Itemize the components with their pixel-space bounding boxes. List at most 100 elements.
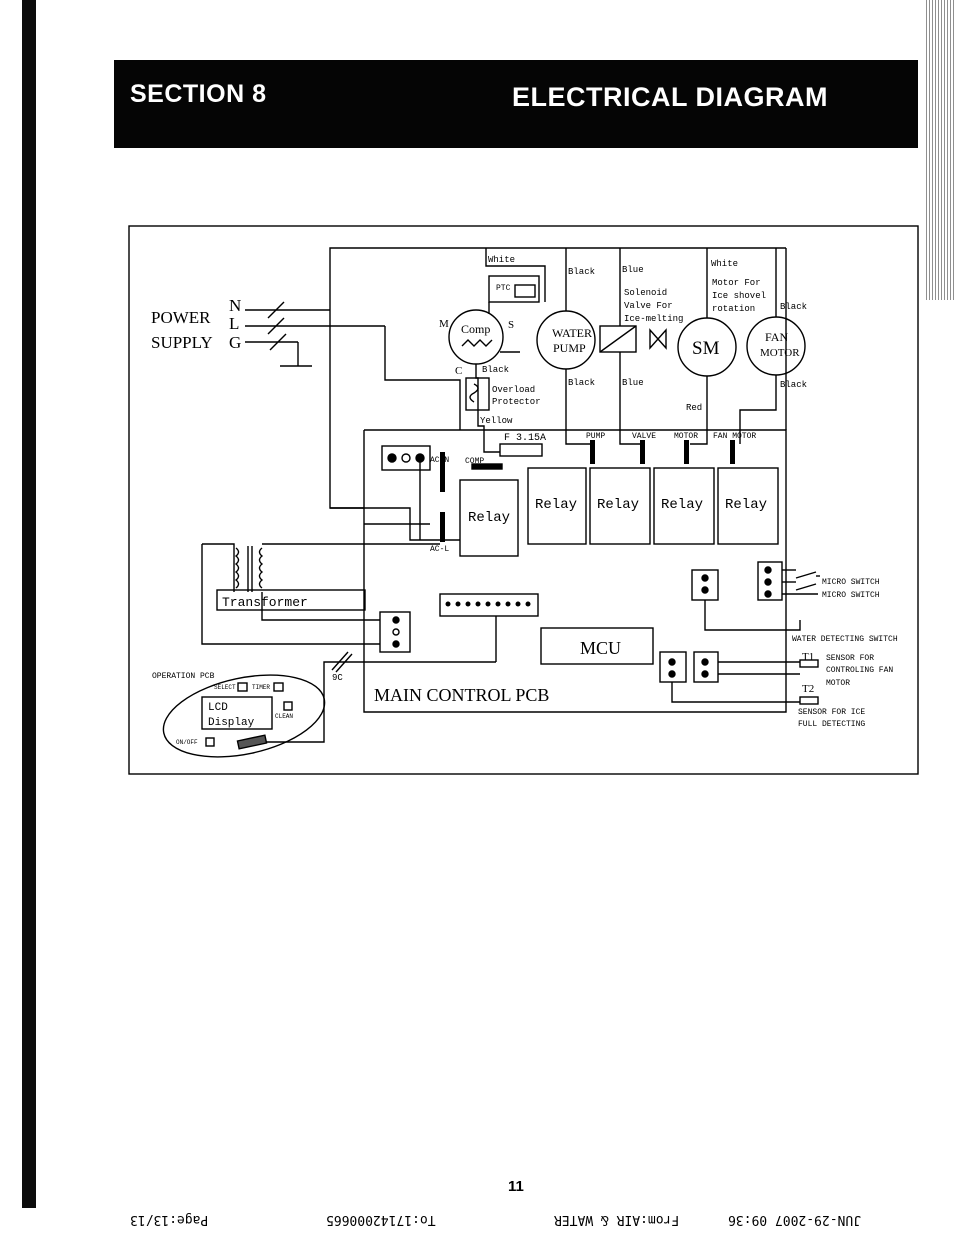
sensor-fan-label-3: MOTOR: [826, 679, 850, 688]
sensor-connector-2: [693, 651, 719, 683]
relay-label-fan-motor: FAN MOTOR: [713, 432, 756, 441]
section-title: ELECTRICAL DIAGRAM: [512, 82, 828, 112]
overload-protector: Overload Protector Black Yellow: [465, 365, 541, 426]
t2-label: T2: [802, 683, 814, 695]
wire-black-pump-bottom: Black: [568, 378, 595, 388]
water-detect-label: WATER DETECTING SWITCH: [792, 635, 898, 644]
fax-footer-date: JUN-29-2007 09:36: [728, 1212, 862, 1227]
relay-motor: [653, 467, 715, 545]
ptc: PTC White: [488, 255, 540, 303]
fax-footer-page: Page:13/13: [130, 1212, 209, 1227]
relay-comp-label: Relay: [468, 510, 510, 526]
transformer-label: Transformer: [222, 595, 308, 610]
wire-white-motor: White: [711, 259, 738, 269]
select-label: SELECT: [214, 684, 236, 691]
sensor-t1: [799, 659, 819, 668]
scan-edge-right: [926, 0, 954, 300]
transformer: Transformer: [201, 543, 440, 645]
power-supply: POWER SUPPLY N L G: [151, 296, 385, 367]
fan-motor-label-1: FAN: [765, 330, 788, 344]
fuse: [499, 443, 543, 457]
clean-button[interactable]: [283, 701, 293, 711]
timer-label: TIMER: [252, 684, 270, 691]
mcu-chip: [540, 627, 654, 665]
micro-switch-connector: [757, 561, 783, 601]
power-label: POWER: [151, 308, 211, 327]
nine-c-label: 9C: [332, 673, 343, 683]
pin-header: [439, 593, 539, 617]
operation-pcb-label: OPERATION PCB: [152, 672, 215, 681]
wire-blue-bottom: Blue: [622, 378, 644, 388]
onoff-button[interactable]: [205, 737, 215, 747]
timer-button[interactable]: [273, 682, 284, 692]
sm-motor: SM Motor For Ice shovel rotation White: [677, 259, 766, 377]
relay-label-motor: MOTOR: [674, 432, 698, 441]
sensor-fan-label-2: CONTROLING FAN: [826, 666, 893, 675]
relay-valve: [589, 467, 651, 545]
micro-switch-label-2: MICRO SWITCH: [822, 591, 880, 600]
comp-terminal: [471, 463, 503, 470]
relay-comp: [459, 479, 519, 557]
fax-footer-to: To:17142000665: [326, 1212, 436, 1227]
lcd-label-1: LCD: [208, 702, 228, 714]
solenoid-valve: Solenoid Valve For Ice-melting: [599, 288, 683, 353]
select-button[interactable]: [237, 682, 248, 692]
transformer-connector: [379, 611, 411, 653]
fan-motor-label-2: MOTOR: [760, 347, 800, 359]
overload-label-1: Overload: [492, 385, 535, 395]
sensor-connector-1: [659, 651, 687, 683]
relay-label-valve: VALVE: [632, 432, 656, 441]
sensor-ice-label-2: FULL DETECTING: [798, 720, 865, 729]
wire-black-pump-top: Black: [568, 267, 595, 277]
fan-motor: FAN MOTOR Black Black: [746, 302, 807, 390]
mcu-label: MCU: [580, 638, 621, 658]
relay-pump: [527, 467, 587, 545]
water-pump: WATER PUMP: [536, 310, 596, 370]
relay-fan-motor-label: Relay: [725, 497, 767, 513]
micro-switch-label-1: MICRO SWITCH: [822, 578, 880, 587]
diagram-frame: [128, 225, 919, 775]
relay-valve-label: Relay: [597, 497, 639, 513]
wire-black-fan-bottom: Black: [780, 380, 807, 390]
section-header: SECTION 8 ELECTRICAL DIAGRAM: [114, 60, 918, 148]
section-number: SECTION 8: [130, 80, 267, 108]
fuse-label: F 3.15A: [504, 433, 546, 444]
motor-ice-label-3: rotation: [712, 304, 755, 314]
comp-m-terminal: M: [439, 318, 449, 330]
scan-edge-left: [22, 0, 36, 1208]
relay-motor-label: Relay: [661, 497, 703, 513]
operation-pcb: OPERATION PCB LCD Display SELECT TIMER C…: [152, 616, 497, 758]
comp-s-terminal: S: [508, 319, 514, 331]
overload-label-2: Protector: [492, 397, 541, 407]
comp-c-terminal: C: [455, 365, 462, 377]
ac-n-label: AC-N: [430, 456, 449, 465]
relay-fan-motor: [717, 467, 779, 545]
motor-ice-label-1: Motor For: [712, 278, 761, 288]
main-control-pcb: MAIN CONTROL PCB F 3.15A COMP PUMP VALVE…: [363, 429, 787, 713]
terminal-g: G: [229, 333, 241, 352]
compressor: Comp M S C: [439, 309, 514, 377]
page-number: 11: [508, 1178, 524, 1195]
ptc-label: PTC: [496, 284, 511, 293]
terminal-l: L: [229, 314, 239, 333]
clean-label: CLEAN: [275, 713, 293, 720]
lcd-display: [201, 696, 273, 730]
water-pump-label-1: WATER: [552, 326, 592, 340]
ac-l-label: AC-L: [430, 545, 449, 554]
wire-yellow: Yellow: [480, 416, 513, 426]
water-pump-label-2: PUMP: [553, 341, 586, 355]
main-pcb-label: MAIN CONTROL PCB: [374, 685, 549, 705]
solenoid-label-1: Solenoid: [624, 288, 667, 298]
relay-label-pump: PUMP: [586, 432, 605, 441]
wire-blue-top: Blue: [622, 265, 644, 275]
supply-label: SUPPLY: [151, 333, 213, 352]
relay-pump-label: Relay: [535, 497, 577, 513]
comp-tag-label: COMP: [465, 457, 484, 466]
lcd-label-2: Display: [208, 717, 255, 729]
fax-footer-from: From:AIR & WATER: [554, 1212, 680, 1227]
sensor-t2: [799, 696, 819, 705]
solenoid-label-2: Valve For: [624, 301, 673, 311]
wire-black-fan-top: Black: [780, 302, 807, 312]
wire-red: Red: [686, 403, 702, 413]
